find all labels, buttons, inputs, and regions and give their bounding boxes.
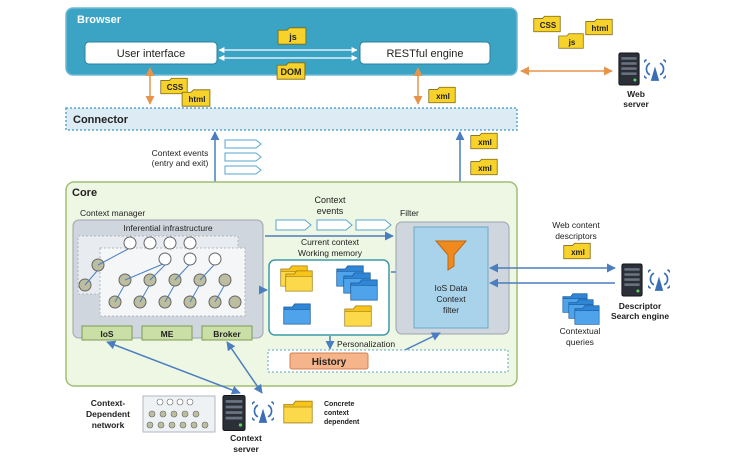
context-manager-label: Context manager [80,208,145,218]
ios-server-arrow [106,340,241,395]
web-server-label-1: Web [627,89,645,99]
descriptor-engine-label-1: Descriptor [619,301,662,311]
ios-filter-label-2: Context [436,294,466,304]
descriptor-search-engine: Descriptor Search engine [611,263,670,321]
ios-filter: IoS Data Context filter [395,221,510,335]
context-manager: Context manager Inferential infrastructu… [72,208,264,341]
browser-panel: Browser User interface RESTful engine js… [65,7,518,80]
user-interface-box [84,41,218,65]
personalization-label: Personalization [337,339,395,349]
web-server-icon [618,52,640,86]
web-server: Web server [618,52,666,109]
restful-engine-box [359,41,491,65]
folder-blue-4-icon [283,303,311,325]
ios-filter-label-1: IoS Data [434,283,467,293]
filter-label: Filter [400,208,419,218]
working-memory [268,259,390,336]
web-content-label-1: Web content [552,220,600,230]
context-network-label-1: Context- [91,398,126,408]
js-tag-label: js [288,32,297,42]
web-server-label-2: server [623,99,649,109]
broker-server-arrow [226,341,263,394]
context-server-icon [222,394,246,432]
core-context-events-label-1: Context [314,195,346,205]
ios-filter-label-3: filter [443,305,459,315]
context-network-label-2: Dependent [86,409,130,419]
context-event-arrows [224,139,262,175]
user-interface-label: User interface [117,48,185,60]
inferential-infrastructure-label: Inferential infrastructure [123,223,213,233]
folder-yellow-3-icon [344,305,372,327]
connector-title: Connector [73,114,129,126]
concrete-context-folder-icon [283,400,313,424]
web-content-label-2: descriptors [555,231,597,241]
context-network-label-3: network [92,420,125,430]
css-tag-label: CSS [540,21,557,30]
history-panel: History [267,349,509,373]
descriptor-server-icon [621,263,643,297]
js-web-tag-label: js [568,38,576,47]
history-label: History [312,357,347,368]
working-memory-label-2: Working memory [298,248,363,258]
core-event-arrows [275,219,392,231]
module-me-label: ME [161,329,174,339]
context-server-antenna-icon [252,400,274,424]
xml-stack-2-label: xml [478,164,492,173]
core-context-events-label-2: events [317,206,344,216]
contextual-queries-label-1: Contextual [560,326,601,336]
context-events-label-1: Context events [152,148,209,158]
folder-yellow-2-icon [285,270,313,292]
restful-engine-label: RESTful engine [386,48,463,60]
xml-web-content-tag-label: xml [571,248,585,257]
inference-edges [84,248,225,303]
html-tag-label: html [592,24,609,33]
context-server-label-1: Context [230,433,262,443]
css-browser-tag-label: CSS [167,83,184,92]
folder-blue-3-icon [350,279,378,301]
descriptor-antenna-icon [648,268,670,292]
contextual-queries: Contextual queries [560,293,601,347]
descriptor-engine-label-2: Search engine [611,311,669,321]
connector-panel: Connector [65,107,518,131]
history-filter-arrow [404,332,441,351]
funnel-icon [434,240,468,271]
working-memory-label-1: Current context [301,237,360,247]
web-server-antenna-icon [644,58,666,82]
html-browser-tag-label: html [189,95,206,104]
module-ios-label: IoS [100,329,114,339]
concrete-context-label-1: Concrete [324,401,354,408]
concrete-context-label-3: dependent [324,419,360,426]
context-server: Context server [222,394,274,454]
xml-connector-tag-label: xml [436,92,450,101]
module-broker-label: Broker [213,329,241,339]
query-folder-3-icon [574,305,600,325]
browser-title: Browser [77,14,122,26]
xml-stack-1-label: xml [478,138,492,147]
context-events-label-2: (entry and exit) [152,158,209,168]
concrete-context-label-2: context [324,410,350,417]
web-tags: html CSS js [533,15,613,49]
context-server-label-2: server [233,444,259,454]
core-title: Core [72,187,97,199]
contextual-queries-label-2: queries [566,337,594,347]
context-network-thumbnail [142,395,216,433]
dom-tag-label: DOM [281,67,302,77]
